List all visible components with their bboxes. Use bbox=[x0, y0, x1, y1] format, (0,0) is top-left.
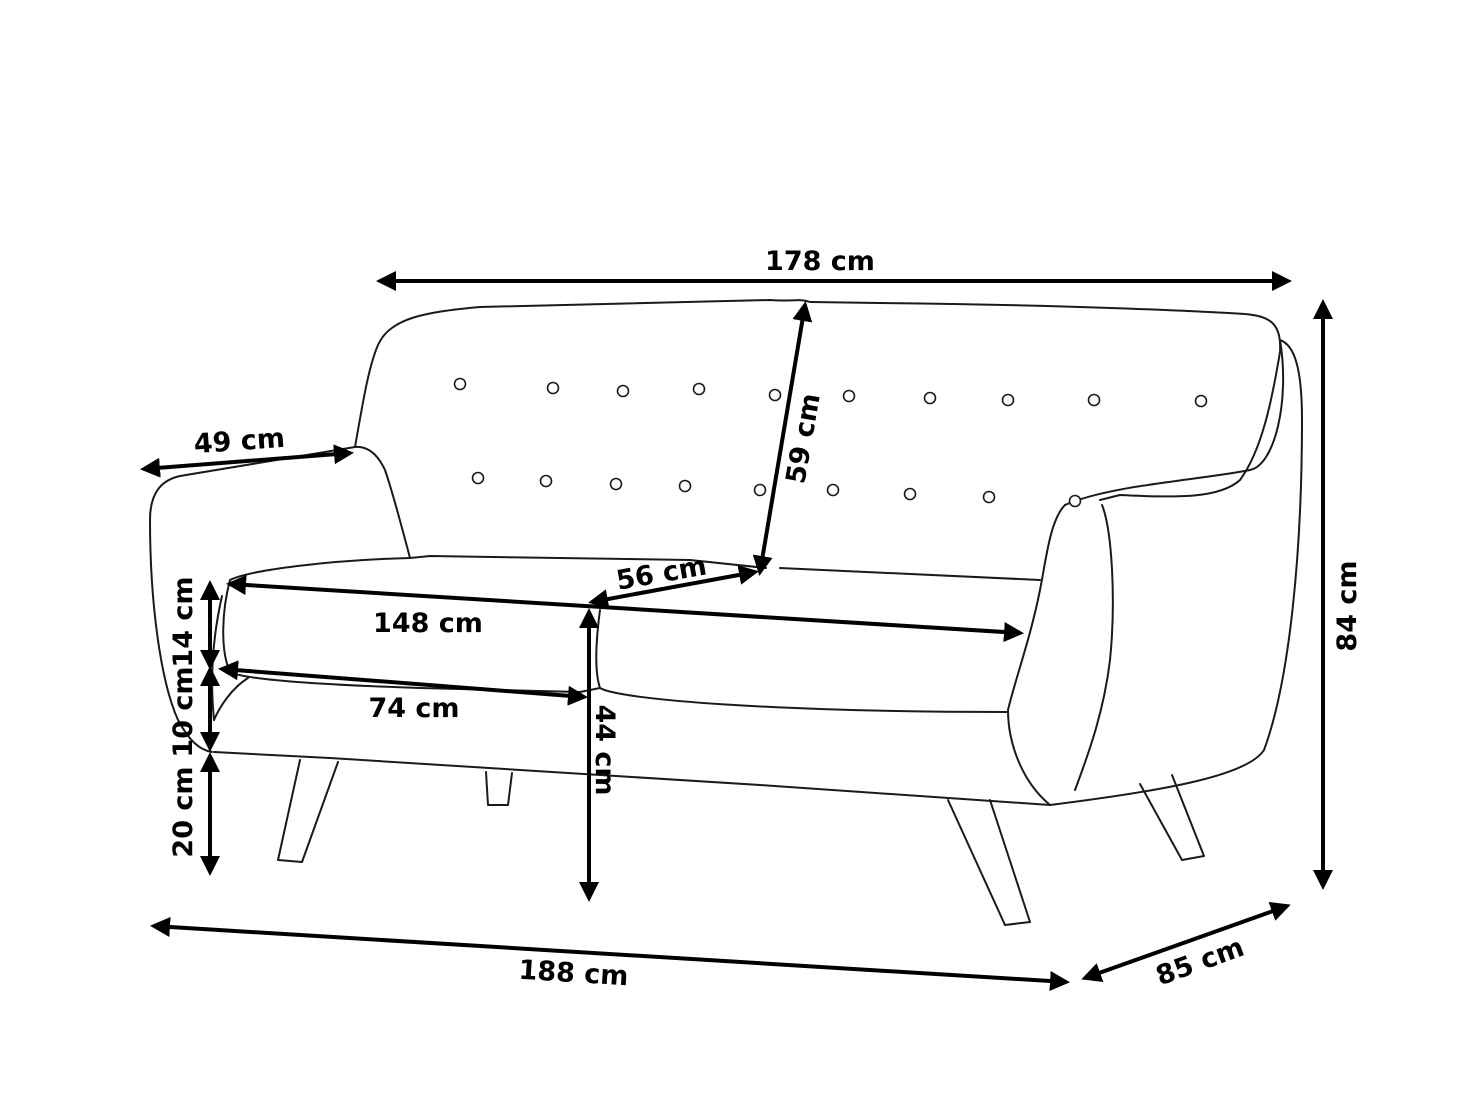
backrest-buttons bbox=[453, 377, 1208, 508]
button-dot bbox=[539, 474, 553, 488]
dimension-lines bbox=[140, 271, 1333, 992]
label-depth-total: 85 cm bbox=[1152, 932, 1248, 992]
right-armrest-inner bbox=[1007, 504, 1066, 806]
right-armrest-outline bbox=[1049, 339, 1303, 806]
button-dot bbox=[842, 389, 856, 403]
button-dot bbox=[768, 388, 782, 402]
button-dot bbox=[678, 479, 692, 493]
dim-line-armrest-depth bbox=[140, 444, 354, 478]
button-dot bbox=[692, 382, 706, 396]
label-cushion-height: 14 cm bbox=[168, 576, 199, 667]
backrest-seam-right bbox=[779, 567, 1041, 581]
label-total-width: 178 cm bbox=[765, 246, 875, 277]
button-dot bbox=[923, 391, 937, 405]
backrest-outline bbox=[354, 299, 1282, 501]
button-dot bbox=[903, 487, 917, 501]
button-dot bbox=[1001, 393, 1015, 407]
left-armrest-front bbox=[211, 595, 223, 721]
label-seat-width: 148 cm bbox=[373, 608, 483, 639]
label-height-total: 84 cm bbox=[1332, 560, 1363, 651]
button-dot bbox=[1194, 394, 1208, 408]
label-cushion-width: 74 cm bbox=[368, 693, 459, 724]
button-dot bbox=[753, 483, 767, 497]
button-dot bbox=[546, 381, 560, 395]
label-seat-base-height: 10 cm bbox=[168, 666, 199, 757]
button-dot bbox=[1087, 393, 1101, 407]
leg-front-left bbox=[277, 759, 339, 863]
label-leg-height: 20 cm bbox=[168, 766, 199, 857]
right-armrest-panel bbox=[1074, 504, 1114, 791]
button-dot bbox=[1068, 494, 1082, 508]
leg-back-left bbox=[485, 771, 513, 806]
button-dot bbox=[826, 483, 840, 497]
button-dot bbox=[471, 471, 485, 485]
button-dot bbox=[616, 384, 630, 398]
dim-line-seat-width bbox=[226, 575, 1024, 642]
label-seat-height: 44 cm bbox=[589, 704, 620, 795]
button-dot bbox=[453, 377, 467, 391]
sofa-outline bbox=[149, 299, 1303, 926]
seat-base bbox=[213, 677, 1051, 806]
left-armrest-outline bbox=[149, 445, 411, 753]
dim-line-floor-length bbox=[150, 916, 1070, 992]
seat-cushion-right bbox=[595, 609, 1009, 713]
backrest-seam-left bbox=[409, 555, 767, 569]
button-dot bbox=[982, 490, 996, 504]
dim-line-cushion-width bbox=[218, 660, 588, 706]
label-floor-length: 188 cm bbox=[518, 955, 630, 993]
dim-line-backrest-height bbox=[752, 301, 813, 576]
leg-front-right bbox=[947, 799, 1031, 926]
leg-back-right bbox=[1139, 774, 1205, 861]
dim-line-depth-total bbox=[1081, 901, 1291, 983]
label-armrest-depth: 49 cm bbox=[193, 423, 286, 460]
button-dot bbox=[609, 477, 623, 491]
